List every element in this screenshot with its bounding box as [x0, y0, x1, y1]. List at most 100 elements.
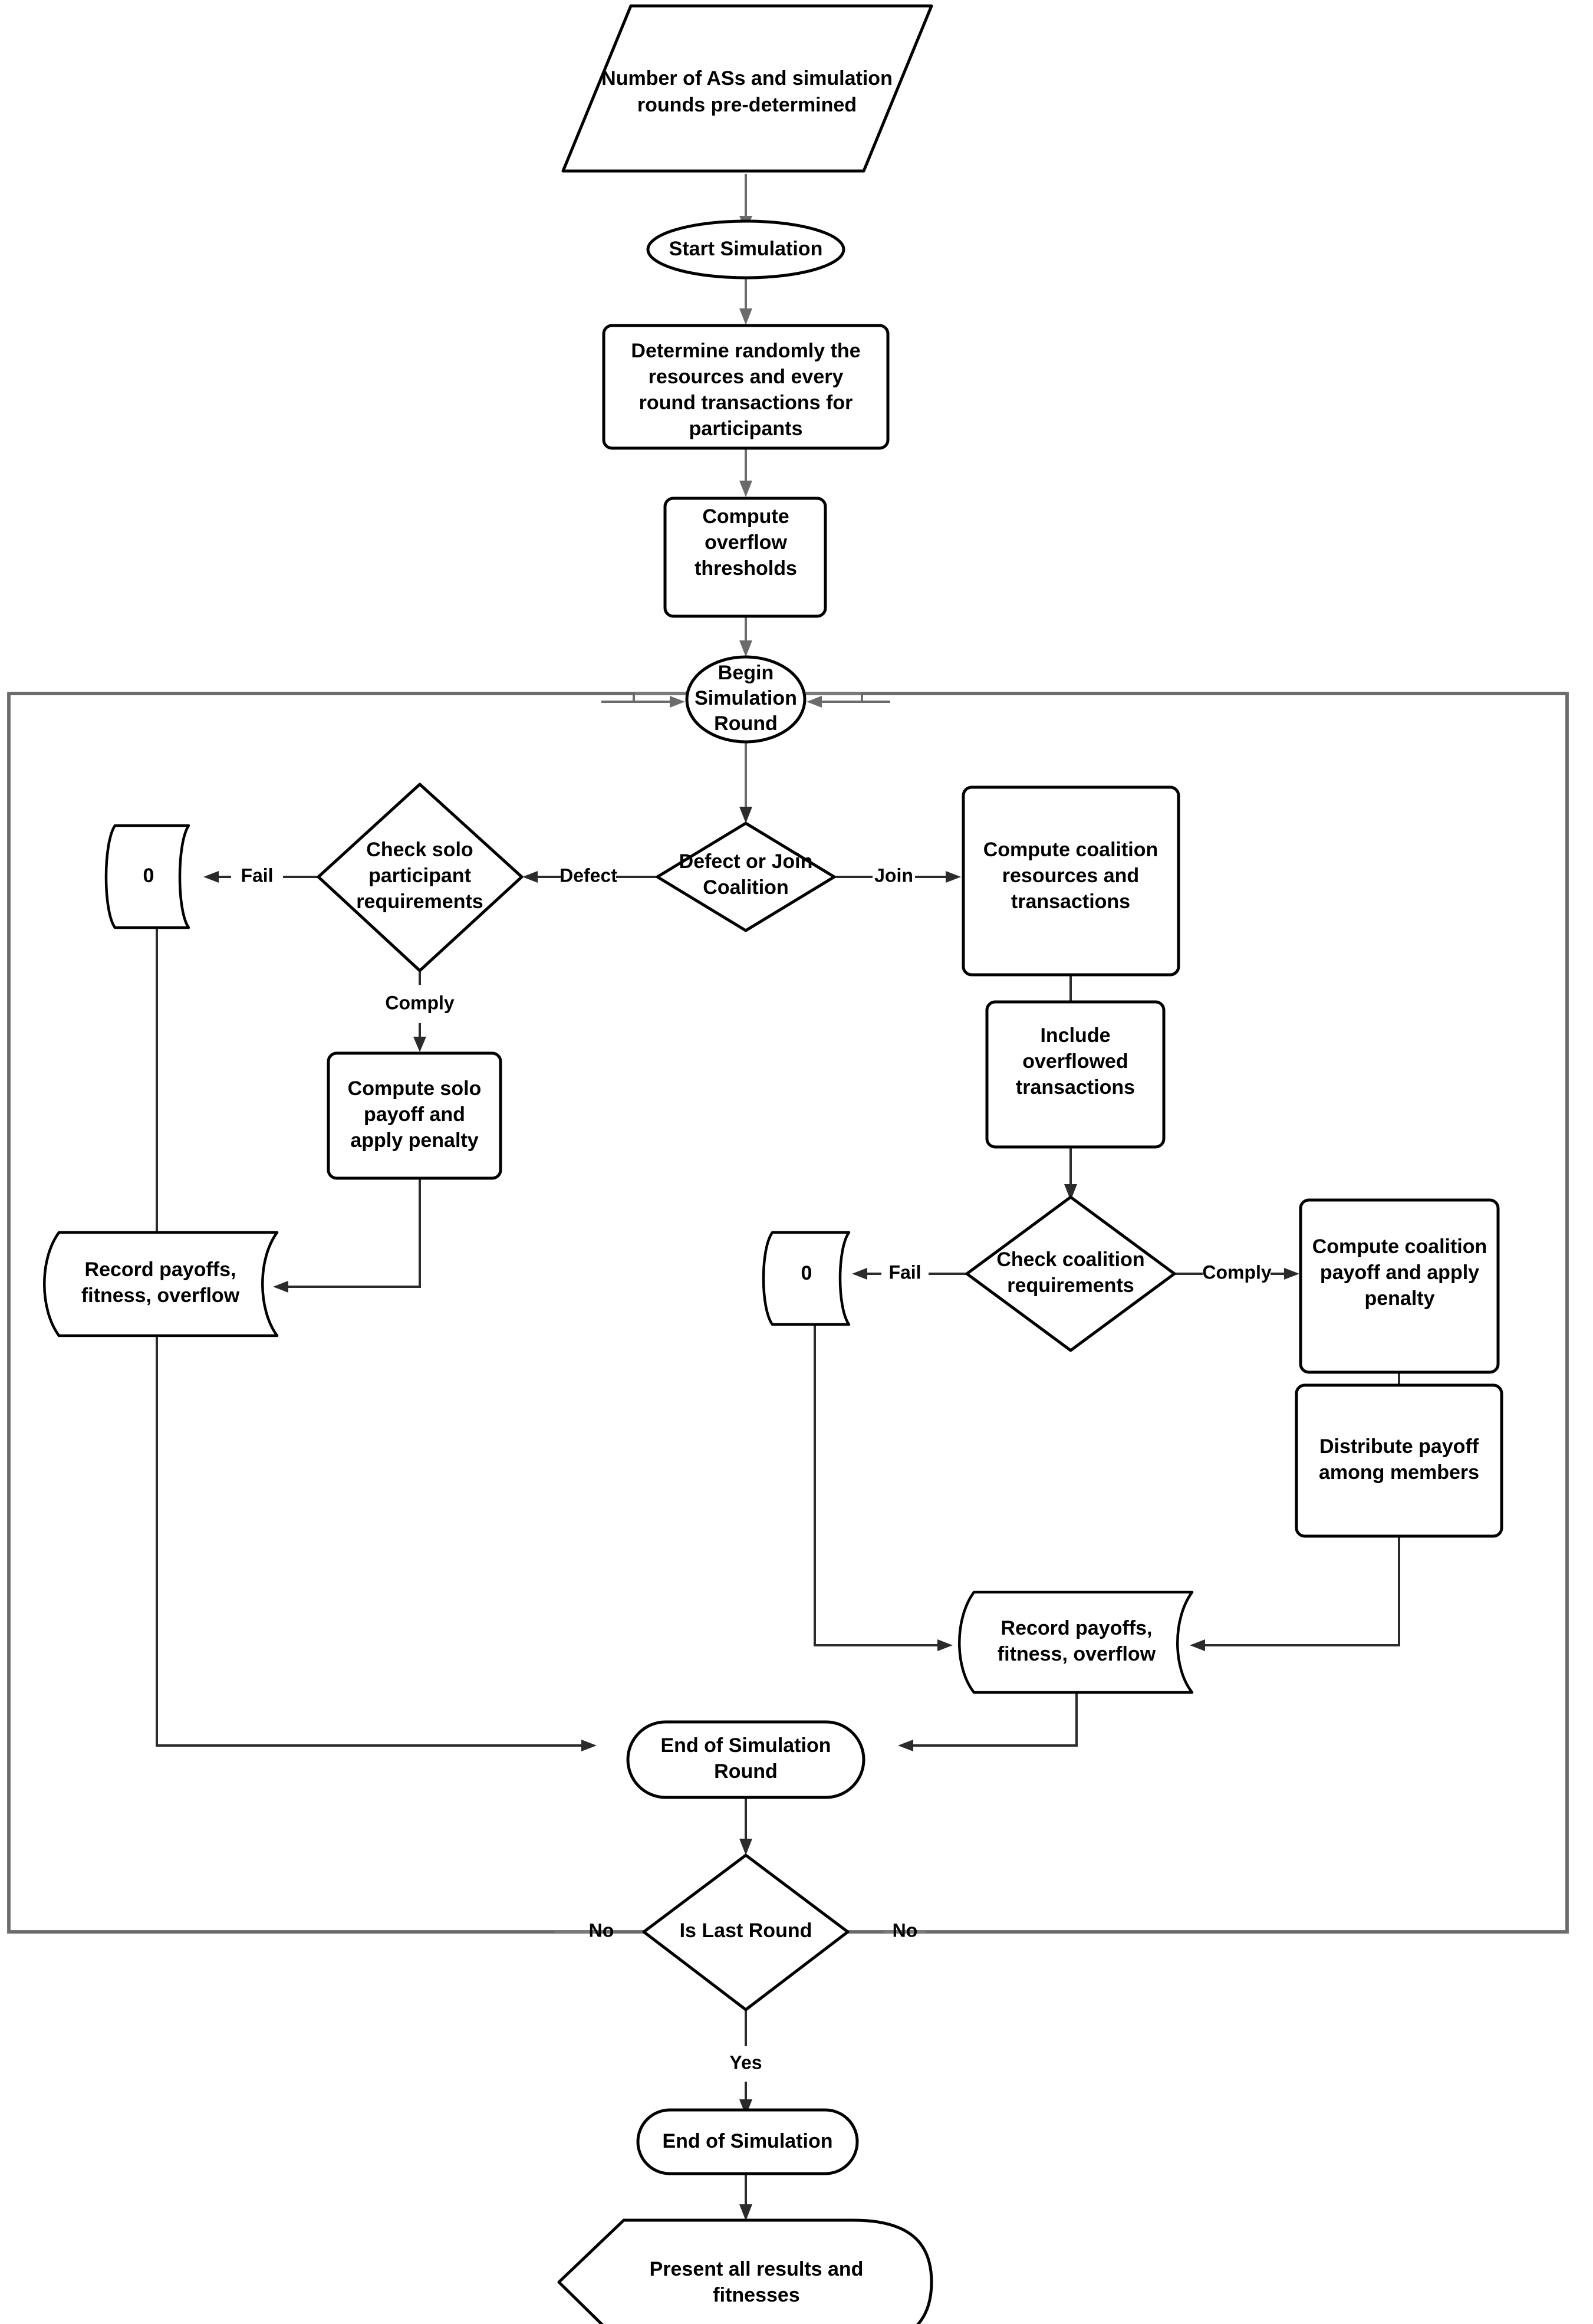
node-check-coalition-req[interactable]: Check coalition requirements — [965, 1195, 1176, 1352]
check-coalition-req-label-line1: Check coalition — [996, 1248, 1144, 1271]
rounded-rect-shape — [663, 497, 827, 618]
edge-label-join: Join — [874, 864, 913, 886]
arrowhead-fail-to-zero-coalition — [852, 1268, 867, 1280]
include-overflowed-label-line1: Include — [1040, 1024, 1110, 1047]
node-determine-resources[interactable]: Determine randomly the resources and eve… — [602, 324, 890, 450]
arrowhead-record-right-to-end-round — [898, 1740, 913, 1751]
arrowhead-no-left-to-begin — [670, 696, 685, 708]
compute-thresholds-label-line2: overflow — [705, 531, 787, 554]
stadium-shape — [626, 1720, 865, 1799]
end-round-label-line2: Round — [714, 1760, 778, 1783]
stadium-shape — [636, 2108, 859, 2175]
document-shape — [762, 1231, 851, 1326]
zero-solo-label: 0 — [143, 864, 154, 887]
arrowhead-compute-solo-to-record-left — [273, 1281, 288, 1293]
node-compute-solo-payoff[interactable]: Compute solo payoff and apply penalty — [327, 1051, 502, 1180]
connector-compute-solo-to-record-left — [280, 1179, 421, 1288]
node-input-params[interactable]: Number of ASs and simulation rounds pre-… — [561, 4, 933, 173]
connector-zero-coalition-to-record-right — [814, 1324, 946, 1646]
node-record-right[interactable]: Record payoffs, fitness, overflow — [958, 1590, 1194, 1694]
determine-resources-label-line4: participants — [689, 418, 803, 440]
rounded-rect-shape — [1295, 1383, 1503, 1538]
compute-thresholds-label-line3: thresholds — [695, 557, 797, 580]
arrowhead-distribute-to-record-right — [1190, 1639, 1205, 1651]
node-end-round[interactable]: End of Simulation Round — [626, 1720, 865, 1799]
ellipse-shape — [685, 655, 807, 744]
compute-coalition-payoff-label-line1: Compute coalition — [1312, 1235, 1487, 1258]
edge-label-defect: Defect — [559, 864, 617, 886]
arrowhead-end-round-to-is-last — [739, 1839, 752, 1855]
node-begin-round[interactable]: Begin Simulation Round — [685, 655, 807, 744]
node-compute-coalition-res[interactable]: Compute coalition resources and transact… — [962, 785, 1180, 977]
record-left-label-line1: Record payoffs, — [85, 1258, 236, 1281]
node-zero-solo[interactable]: 0 — [104, 824, 190, 929]
node-end-simulation[interactable]: End of Simulation — [636, 2108, 859, 2175]
node-record-left[interactable]: Record payoffs, fitness, overflow — [43, 1231, 279, 1337]
connector-record-right-to-end-round — [905, 1691, 1078, 1747]
edge-label-yes: Yes — [729, 2052, 762, 2073]
compute-coalition-res-label-line2: resources and — [1002, 864, 1139, 887]
present-results-label-line2: fitnesses — [713, 2284, 799, 2306]
edge-label-no-left: No — [589, 1919, 614, 1941]
compute-coalition-res-label-line3: transactions — [1011, 890, 1130, 913]
edge-label-fail-solo: Fail — [241, 864, 273, 886]
node-distribute-payoff[interactable]: Distribute payoff among members — [1295, 1383, 1503, 1538]
node-compute-thresholds[interactable]: Compute overflow thresholds — [663, 497, 827, 618]
begin-round-label-line3: Round — [714, 712, 778, 735]
rounded-rect-shape — [985, 1000, 1166, 1149]
edge-label-fail-coalition: Fail — [888, 1261, 921, 1283]
input-params-label-line2: rounds pre-determined — [637, 94, 857, 116]
node-compute-coalition-payoff[interactable]: Compute coalition payoff and apply penal… — [1299, 1198, 1500, 1374]
end-simulation-label: End of Simulation — [663, 2130, 833, 2152]
arrowhead-defect-to-check-solo — [522, 871, 538, 883]
determine-resources-label-line1: Determine randomly the — [631, 340, 860, 362]
node-include-overflowed[interactable]: Include overflowed transactions — [985, 1000, 1166, 1149]
node-check-solo-req[interactable]: Check solo participant requirements — [317, 783, 524, 972]
node-is-last-round[interactable]: Is Last Round — [642, 1853, 850, 2011]
connector-no-right-top-run — [861, 692, 1567, 702]
edge-label-no-right: No — [893, 1919, 918, 1941]
compute-solo-payoff-label-line3: apply penalty — [350, 1129, 478, 1152]
distribute-payoff-label-line2: among members — [1319, 1461, 1479, 1484]
connector-distribute-to-record-right — [1197, 1536, 1400, 1646]
arrowhead-start-to-determine — [739, 308, 752, 325]
edge-label-comply-coalition: Comply — [1202, 1261, 1272, 1283]
record-left-label-line2: fitness, overflow — [81, 1284, 240, 1307]
rounded-rect-shape — [602, 324, 890, 450]
node-defect-or-join[interactable]: Defect or Join Coalition — [656, 821, 836, 932]
check-coalition-req-label-line2: requirements — [1007, 1274, 1134, 1297]
arrowhead-no-right-to-begin — [807, 696, 822, 708]
diamond-shape — [642, 1853, 850, 2011]
check-solo-req-label-line3: requirements — [356, 890, 483, 913]
ellipse-shape — [646, 219, 845, 280]
compute-solo-payoff-label-line2: payoff and — [364, 1103, 465, 1126]
distribute-payoff-label-line1: Distribute payoff — [1319, 1435, 1479, 1458]
arrowhead-join-to-compute-coalition — [946, 871, 961, 883]
arrowhead-end-sim-to-present — [739, 2204, 752, 2221]
check-solo-req-label-line2: participant — [368, 864, 471, 887]
is-last-round-label: Is Last Round — [680, 1919, 812, 1942]
check-solo-req-label-line1: Check solo — [366, 839, 473, 861]
node-zero-coalition[interactable]: 0 — [762, 1231, 851, 1326]
begin-round-label-line1: Begin — [718, 662, 774, 684]
rounded-rect-shape — [1299, 1198, 1500, 1374]
node-start-simulation[interactable]: Start Simulation — [646, 219, 845, 280]
defect-or-join-label-line1: Defect or Join — [679, 850, 813, 873]
parallelogram-shape — [561, 4, 933, 173]
arrowhead-comply-to-compute-solo — [413, 1037, 426, 1052]
compute-coalition-payoff-label-line2: payoff and apply — [1320, 1261, 1479, 1284]
arrowhead-include-to-check-coalition — [1064, 1184, 1077, 1201]
node-present-results[interactable]: Present all results and fitnesses — [557, 2218, 933, 2324]
compute-coalition-payoff-label-line3: penalty — [1364, 1287, 1434, 1310]
arrowhead-record-left-to-end-round — [581, 1740, 597, 1751]
present-results-label-line1: Present all results and — [650, 2258, 864, 2280]
start-simulation-label: Start Simulation — [669, 238, 823, 260]
connector-no-left-top-run — [9, 692, 635, 702]
diamond-shape — [965, 1195, 1176, 1352]
arrowhead-yes-to-end-simulation — [739, 2099, 752, 2116]
rounded-rect-shape — [962, 785, 1180, 977]
arrowhead-begin-to-defect-join — [739, 807, 752, 823]
include-overflowed-label-line3: transactions — [1016, 1076, 1135, 1099]
